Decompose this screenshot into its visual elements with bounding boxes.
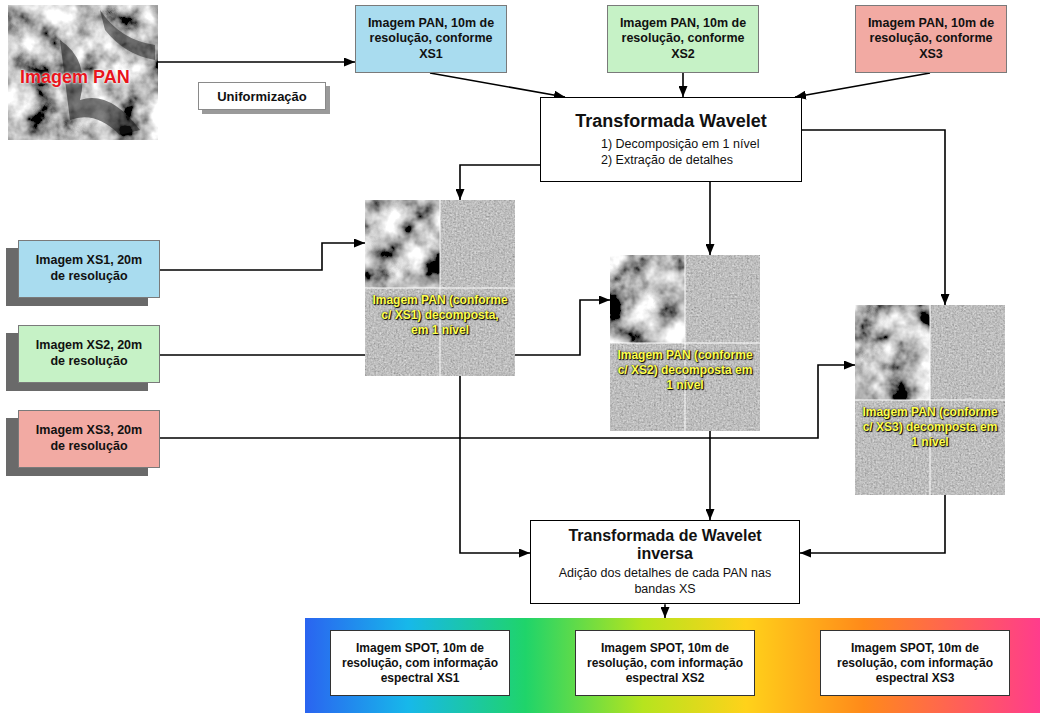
image-caption: Imagem PAN (conforme c/ XS3) decomposta … bbox=[855, 405, 1005, 450]
flow-arrow bbox=[158, 61, 355, 63]
box-label: Imagem XS2, 20m de resolução bbox=[27, 338, 151, 369]
pan-photo bbox=[8, 5, 158, 140]
process-box: Transformada de Wavelet inversaAdição do… bbox=[530, 520, 800, 604]
image-caption: Imagem PAN (conforme c/ XS1) decomposta,… bbox=[365, 293, 515, 338]
decomposed-image bbox=[610, 255, 760, 431]
decomposed-image-box: Imagem PAN (conforme c/ XS3) decomposta … bbox=[855, 305, 1005, 495]
output-box: Imagem SPOT, 10m de resolução, com infor… bbox=[575, 630, 755, 696]
box-label: Imagem XS3, 20m de resolução bbox=[27, 423, 151, 454]
box-label: Uniformização bbox=[205, 89, 319, 104]
decomposed-image bbox=[855, 305, 1005, 495]
box-label: Imagem XS1, 20m de resolução bbox=[27, 253, 151, 284]
box-label: Imagem PAN, 10m de resolução, conforme X… bbox=[864, 16, 998, 63]
process-box: Transformada Wavelet 1) Decomposição em 1… bbox=[540, 97, 802, 182]
output-box: Imagem SPOT, 10m de resolução, com infor… bbox=[330, 630, 510, 696]
flow-arrow bbox=[709, 182, 711, 255]
input-box: Imagem XS1, 20m de resolução bbox=[18, 240, 160, 298]
box-heading: Transformada de Wavelet inversa bbox=[539, 527, 791, 563]
box-label: Imagem SPOT, 10m de resolução, com infor… bbox=[582, 641, 748, 686]
box-heading: Transformada Wavelet bbox=[549, 111, 793, 132]
input-box: Imagem XS2, 20m de resolução bbox=[18, 325, 160, 383]
input-box: Imagem PAN, 10m de resolução, conforme X… bbox=[607, 5, 759, 73]
decomposed-image-box: Imagem PAN (conforme c/ XS1) decomposta,… bbox=[365, 200, 515, 376]
box-label: Imagem PAN, 10m de resolução, conforme X… bbox=[364, 16, 498, 63]
flow-arrow bbox=[802, 130, 945, 305]
image-caption: Imagem PAN (conforme c/ XS2) decomposta … bbox=[610, 348, 760, 393]
pan-image: Imagem PAN bbox=[8, 5, 158, 140]
flow-arrow bbox=[709, 431, 711, 520]
input-box: Imagem PAN, 10m de resolução, conforme X… bbox=[855, 5, 1007, 73]
decomposed-image-box: Imagem PAN (conforme c/ XS2) decomposta … bbox=[610, 255, 760, 431]
flow-arrow bbox=[160, 243, 365, 270]
box-label: Imagem SPOT, 10m de resolução, com infor… bbox=[827, 641, 1003, 686]
process-label-box: Uniformização bbox=[198, 82, 326, 110]
box-body: Adição dos detalhes de cada PAN nas band… bbox=[558, 566, 773, 597]
output-box: Imagem SPOT, 10m de resolução, com infor… bbox=[820, 630, 1010, 696]
step-item: 2) Extração de detalhes bbox=[549, 152, 793, 168]
input-box: Imagem XS3, 20m de resolução bbox=[18, 410, 160, 468]
decomposed-image bbox=[365, 200, 515, 376]
box-label: Imagem PAN, 10m de resolução, conforme X… bbox=[616, 16, 750, 63]
flow-arrow bbox=[795, 73, 930, 97]
box-label: Imagem SPOT, 10m de resolução, com infor… bbox=[337, 641, 503, 686]
flow-arrow bbox=[430, 73, 565, 97]
input-box: Imagem PAN, 10m de resolução, conforme X… bbox=[355, 5, 507, 73]
output-band: Imagem SPOT, 10m de resolução, com infor… bbox=[305, 618, 1040, 713]
flow-arrow bbox=[460, 376, 530, 553]
flow-arrow bbox=[460, 165, 540, 200]
flow-arrow bbox=[682, 73, 684, 97]
image-caption: Imagem PAN bbox=[8, 67, 158, 88]
flow-arrow bbox=[800, 495, 945, 553]
flow-arrow bbox=[664, 604, 666, 618]
step-item: 1) Decomposição em 1 nível bbox=[549, 136, 793, 152]
